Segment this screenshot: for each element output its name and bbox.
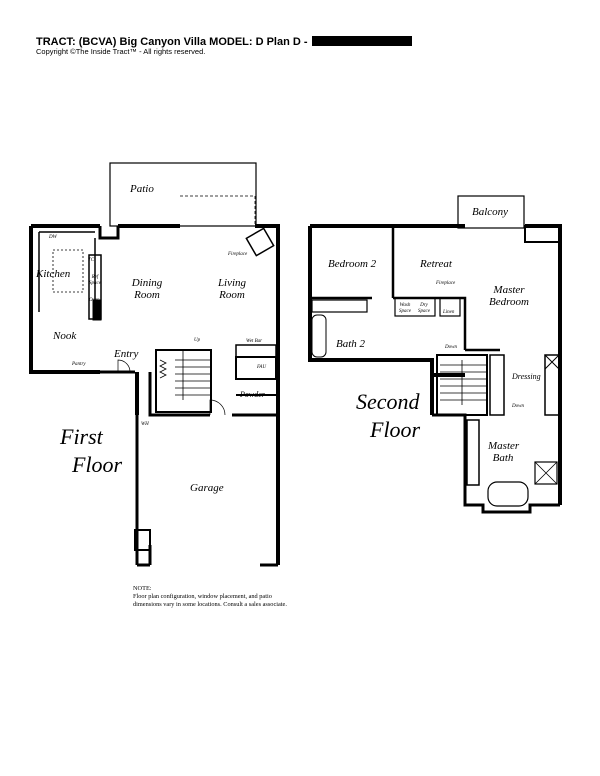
wh-label: WH [141, 422, 149, 427]
plan-note: NOTE: Floor plan configuration, window p… [133, 585, 287, 609]
first-floor-title-2: Floor [72, 452, 123, 477]
room-master-bath: Master Bath [488, 440, 520, 464]
fireplace-2-label: Fireplace [436, 281, 456, 286]
room-master-bedroom: Master Bedroom [489, 284, 529, 308]
wash-space-label: Wash Space [399, 303, 411, 314]
wet-bar-label: Wet Bar [246, 339, 263, 344]
down-label-1: Down [445, 345, 457, 350]
dry-space-label: Dry Space [418, 303, 430, 314]
dw-label: DW [49, 235, 57, 240]
room-retreat: Retreat [420, 258, 452, 270]
down-label-2: Down [512, 404, 524, 409]
first-floor-title-1: First [60, 424, 103, 449]
title-text: TRACT: (BCVA) Big Canyon Villa MODEL: D … [36, 36, 308, 48]
room-entry: Entry [114, 348, 139, 360]
room-kitchen: Kitchen [36, 268, 71, 280]
note-title: NOTE: [133, 585, 152, 592]
note-line-2: dimensions vary in some locations. Consu… [133, 601, 287, 608]
note-line-1: Floor plan configuration, window placeme… [133, 593, 272, 600]
room-dressing: Dressing [512, 372, 541, 381]
plan-title: TRACT: (BCVA) Big Canyon Villa MODEL: D … [36, 36, 412, 48]
room-dining: Dining Room [131, 277, 163, 301]
second-floor-title-1: Second [356, 389, 420, 414]
ref-space-label: Ref Space [89, 275, 101, 286]
tc-label: TC [88, 258, 95, 263]
pantry-label: Pantry [72, 362, 86, 367]
room-garage: Garage [190, 482, 224, 494]
fau-label: FAU [257, 365, 267, 370]
room-living: Living Room [217, 277, 247, 301]
room-bedroom2: Bedroom 2 [328, 258, 377, 270]
room-patio: Patio [130, 183, 154, 195]
linen-label: Linen [443, 310, 455, 315]
fireplace-label: Fireplace [228, 252, 248, 257]
patio-outline [109, 162, 257, 227]
up-label: Up [194, 338, 201, 343]
redaction-bar [311, 36, 412, 46]
second-floor-title-2: Floor [370, 417, 421, 442]
room-nook: Nook [53, 330, 77, 342]
room-balcony: Balcony [472, 206, 509, 218]
copyright: Copyright ©The Inside Tract™ - All right… [36, 47, 206, 56]
room-bath2: Bath 2 [336, 338, 366, 350]
room-powder: Powder [240, 390, 265, 399]
oven-label: Oven [89, 298, 100, 303]
